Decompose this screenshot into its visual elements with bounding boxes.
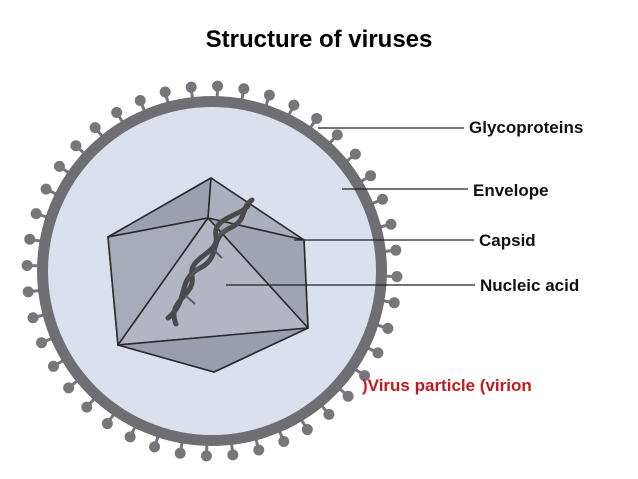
glycoprotein-spike (311, 113, 322, 124)
glycoprotein-spike (31, 208, 42, 219)
glycoprotein-spike (212, 81, 223, 92)
glycoprotein-spike (382, 323, 393, 334)
glycoprotein-spike (391, 271, 402, 282)
glycoprotein-spike (90, 122, 101, 133)
glycoprotein-spike (390, 245, 401, 256)
glycoprotein-spike (343, 391, 354, 402)
glycoprotein-spike (41, 184, 52, 195)
glycoprotein-spike (332, 129, 343, 140)
glycoprotein-spike (288, 100, 299, 111)
glycoprotein-spike (238, 83, 249, 94)
glycoprotein-spike (264, 90, 275, 101)
glycoprotein-spike (111, 107, 122, 118)
glycoprotein-spike (125, 431, 136, 442)
glycoprotein-spike (201, 450, 212, 461)
caption-virion: )Virus particle (virion (362, 376, 532, 396)
glycoprotein-spike (323, 409, 334, 420)
glycoprotein-spike (160, 87, 171, 98)
glycoprotein-spike (227, 449, 238, 460)
glycoprotein-spike (350, 149, 361, 160)
glycoprotein-spike (135, 95, 146, 106)
glycoprotein-spike (149, 441, 160, 452)
glycoprotein-spike (63, 382, 74, 393)
glycoprotein-spike (81, 402, 92, 413)
glycoprotein-spike (253, 444, 264, 455)
caption-text: Virus particle (virion (368, 376, 532, 395)
label-glycoproteins: Glycoproteins (469, 118, 583, 138)
glycoprotein-spike (54, 161, 65, 172)
glycoprotein-spike (36, 337, 47, 348)
glycoprotein-spike (365, 170, 376, 181)
glycoprotein-spike (372, 347, 383, 358)
glycoprotein-spike (186, 82, 197, 93)
glycoprotein-spike (389, 297, 400, 308)
glycoprotein-spike (24, 234, 35, 245)
label-envelope: Envelope (473, 181, 549, 201)
label-nucleic-acid: Nucleic acid (480, 276, 579, 296)
glycoprotein-spike (102, 418, 113, 429)
glycoprotein-spike (278, 436, 289, 447)
glycoprotein-spike (23, 286, 34, 297)
glycoprotein-spike (28, 312, 39, 323)
glycoprotein-spike (302, 424, 313, 435)
glycoprotein-spike (70, 140, 81, 151)
glycoprotein-spike (377, 194, 388, 205)
glycoprotein-spike (385, 219, 396, 230)
glycoprotein-spike (175, 448, 186, 459)
glycoprotein-spike (48, 361, 59, 372)
label-capsid: Capsid (479, 231, 536, 251)
glycoprotein-spike (22, 260, 33, 271)
